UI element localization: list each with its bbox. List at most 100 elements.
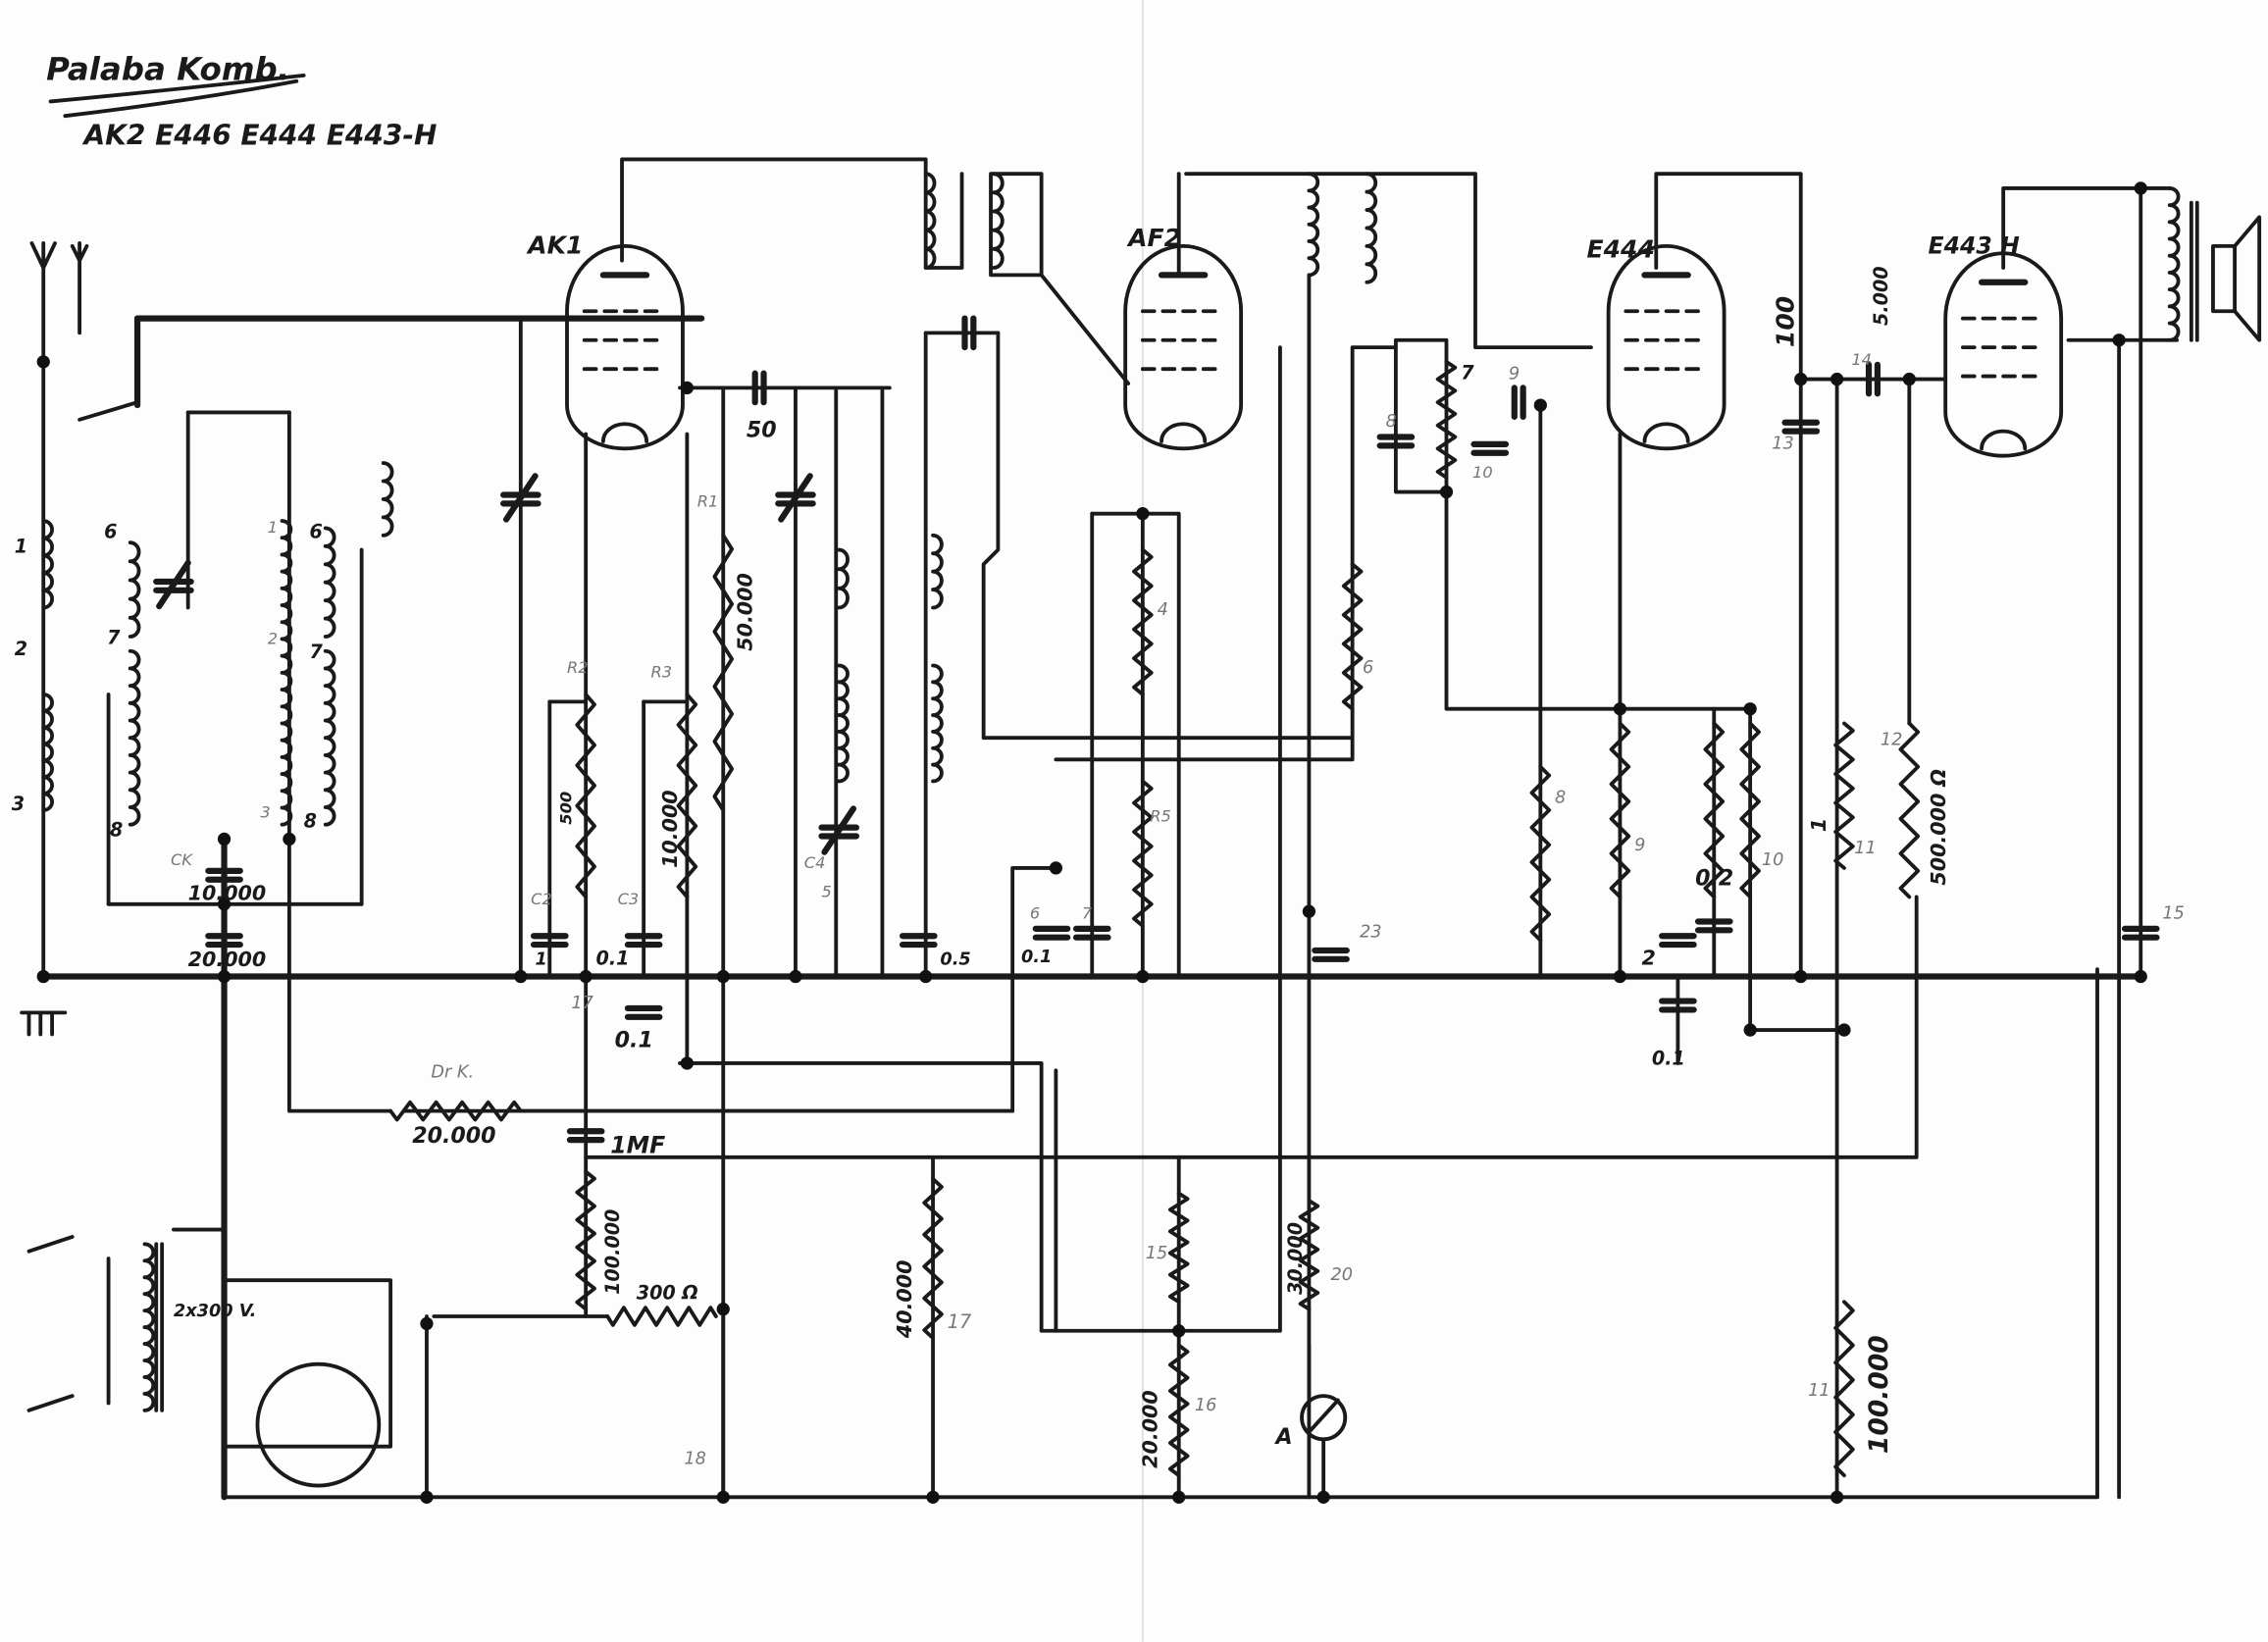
junction-dot [283,832,296,847]
junction-dot [36,355,50,369]
value-c-2: 2 [1642,947,1656,970]
ref-label: 2 [15,638,27,660]
junction-dot [1613,702,1627,716]
resistor [575,693,596,899]
capacitor [1470,440,1510,456]
capacitor [624,933,663,949]
meter-label: A [1273,1424,1292,1450]
ref-label: 15 [2162,904,2185,924]
coil [1365,172,1378,284]
value-c-1: 1 [536,950,547,970]
resistor [605,1306,718,1327]
coil [128,648,141,827]
capacitor [566,1128,605,1144]
junction-dot [680,381,695,395]
speaker-icon [2211,215,2262,342]
ref-label: 13 [1772,434,1794,453]
resistor [1298,1199,1320,1311]
wire [1444,489,1753,979]
ref-label: C4 [804,853,826,872]
ref-label: 17 [948,1310,972,1333]
junction-dot [716,1303,730,1316]
ref-label: 7 [107,626,121,648]
coil [837,547,850,610]
ref-label: 12 [1881,731,1903,750]
wire [1039,273,1131,385]
junction-dot [1902,372,1916,386]
value-ck2: 20.000 [188,948,267,971]
junction-dot [716,969,730,984]
capacitor [1376,434,1416,449]
junction-dot [2112,334,2126,347]
value-r2: 500 [556,792,575,825]
coil [41,693,54,812]
wire [222,967,2099,1500]
junction-dot [36,969,50,984]
junction-dot [919,969,933,984]
value-dr: 20.000 [412,1123,495,1149]
coil [931,533,944,610]
ref-label: 6 [104,521,117,543]
tube-cathode [600,422,649,443]
wire [2001,185,2143,979]
ref-label: 6 [1363,658,1373,678]
junction-dot [1743,1023,1757,1037]
variable-capacitor [775,473,816,523]
resistor [388,1100,523,1122]
junction-dot [1439,485,1454,499]
value-1mf: 1MF [610,1131,665,1158]
wire [1654,172,1803,979]
coil [992,172,1005,270]
tube-label-e444: E444 [1587,235,1655,264]
resistor [676,693,698,899]
capacitor [899,933,938,949]
ref-label: 6 [310,521,323,543]
reference-numbers: 1 2 3 6 7 8 6 7 8 1 2 3 CK C2 C3 C4 5 R2… [12,350,2185,1469]
ref-label: 9 [1509,365,1520,385]
value-r12: 500.000 Ω [1927,769,1950,886]
antenna-icon [29,241,89,335]
junction-dot [1830,372,1844,386]
junction-dot [789,969,802,984]
ref-label: 17 [571,994,593,1013]
ref-label: 7 [1082,904,1093,923]
wire [286,837,393,1113]
label-dr: Dr K. [431,1063,474,1083]
coil [280,519,293,827]
ref-label: 8 [1555,789,1566,808]
resistor [1739,721,1761,899]
coil [323,526,336,639]
wire [678,345,1282,1333]
mains-switch [26,1234,111,1412]
junction-dot [1794,969,1808,984]
value-r17: 40.000 [893,1260,916,1340]
ref-label: 10 [1762,850,1784,870]
wire [518,866,1058,1113]
resistor [1898,721,1921,899]
value-r11b: 100.000 [1864,1335,1894,1454]
vacuum-tube [1943,251,2064,458]
wire [1090,511,1181,979]
capacitor [1865,361,1881,397]
value-c-02: 0.2 [1695,866,1733,892]
ref-label: C2 [531,890,552,908]
value-c-05: 0.5 [940,950,970,970]
value-r11: 1 [1807,818,1830,832]
tube-cathode [1980,429,2028,451]
tube-cathode [1160,422,1208,443]
title-underline [48,73,306,119]
ref-label: CK [171,850,193,869]
coil [923,172,937,270]
resistor [712,533,735,812]
ref-label: 14 [1851,350,1872,369]
coil [837,663,850,784]
vacuum-tube [1606,244,1727,451]
capacitor [2121,925,2160,941]
capacitor [961,315,977,351]
ref-label: 11 [1854,839,1877,858]
coil [128,540,141,639]
tube-list: AK2 E446 E444 E443-H [82,120,438,152]
value-ck1: 10.000 [188,881,267,904]
